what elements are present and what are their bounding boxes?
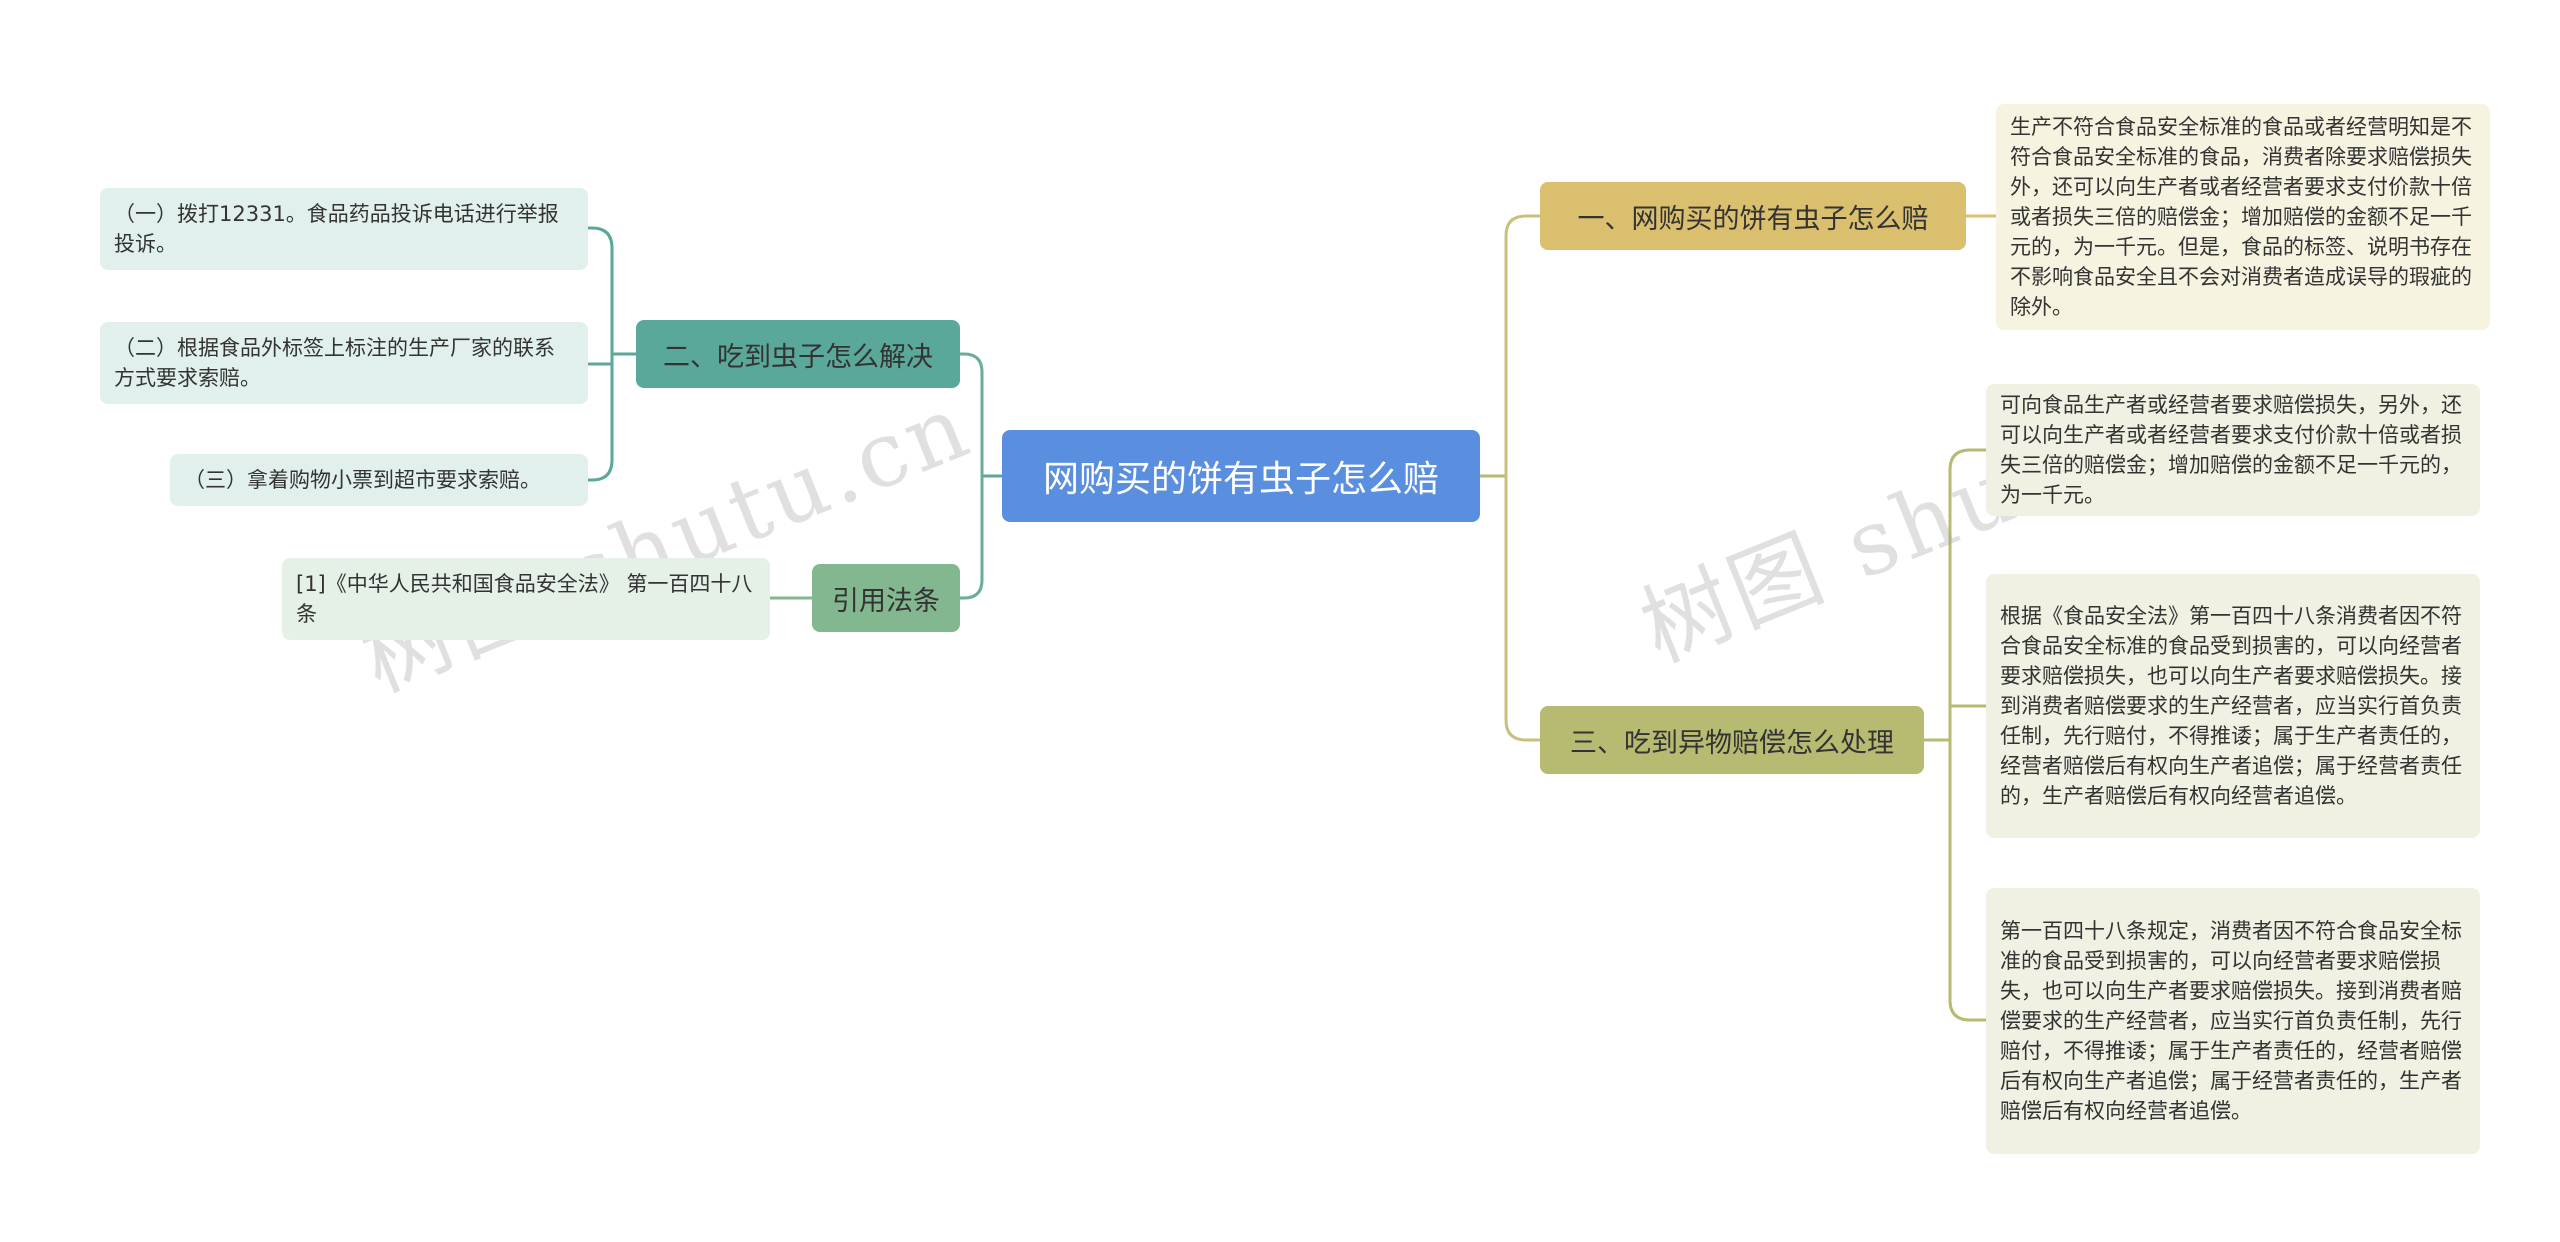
leaf-call-12331[interactable]: （一）拨打12331。食品药品投诉电话进行举报投诉。: [100, 188, 588, 270]
leaf-text: （三）拿着购物小票到超市要求索赔。: [184, 468, 541, 492]
branch-foreign-object-compensation[interactable]: 三、吃到异物赔偿怎么处理: [1540, 706, 1924, 774]
leaf-text: 可向食品生产者或经营者要求赔偿损失，另外，还可以向生产者或者经营者要求支付价款十…: [2000, 393, 2462, 507]
leaf-compensation-standard[interactable]: 生产不符合食品安全标准的食品或者经营明知是不符合食品安全标准的食品，消费者除要求…: [1996, 104, 2490, 330]
center-topic[interactable]: 网购买的饼有虫子怎么赔: [1002, 430, 1480, 522]
link-b3-leaves: [1924, 448, 1986, 1022]
center-topic-label: 网购买的饼有虫子怎么赔: [1042, 459, 1439, 500]
leaf-text: 第一百四十八条规定，消费者因不符合食品安全标准的食品受到损害的，可以向经营者要求…: [2000, 919, 2462, 1123]
branch-label: 三、吃到异物赔偿怎么处理: [1570, 727, 1894, 759]
branch-label: 二、吃到虫子怎么解决: [663, 341, 933, 373]
link-b2-leaves: [588, 226, 636, 482]
leaf-text: [1]《中华人民共和国食品安全法》 第一百四十八条: [296, 572, 753, 626]
branch-online-cake-bugs[interactable]: 一、网购买的饼有虫子怎么赔: [1540, 182, 1966, 250]
branch-bug-solution[interactable]: 二、吃到虫子怎么解决: [636, 320, 960, 388]
leaf-text: （二）根据食品外标签上标注的生产厂家的联系方式要求索赔。: [114, 336, 555, 390]
leaf-receipt-supermarket[interactable]: （三）拿着购物小票到超市要求索赔。: [170, 454, 588, 506]
branch-cited-law[interactable]: 引用法条: [812, 564, 960, 632]
leaf-contact-manufacturer[interactable]: （二）根据食品外标签上标注的生产厂家的联系方式要求索赔。: [100, 322, 588, 404]
leaf-text: 生产不符合食品安全标准的食品或者经营明知是不符合食品安全标准的食品，消费者除要求…: [2010, 115, 2472, 319]
link-right-trunk: [1504, 214, 1540, 742]
leaf-text: 根据《食品安全法》第一百四十八条消费者因不符合食品安全标准的食品受到损害的，可以…: [2000, 604, 2462, 808]
leaf-food-safety-law[interactable]: 根据《食品安全法》第一百四十八条消费者因不符合食品安全标准的食品受到损害的，可以…: [1986, 574, 2480, 838]
branch-label: 一、网购买的饼有虫子怎么赔: [1577, 203, 1929, 235]
link-left-trunk: [960, 352, 984, 600]
branch-label: 引用法条: [832, 585, 940, 617]
leaf-text: （一）拨打12331。食品药品投诉电话进行举报投诉。: [114, 202, 559, 256]
leaf-law-reference[interactable]: [1]《中华人民共和国食品安全法》 第一百四十八条: [282, 558, 770, 640]
leaf-article-148[interactable]: 第一百四十八条规定，消费者因不符合食品安全标准的食品受到损害的，可以向经营者要求…: [1986, 888, 2480, 1154]
leaf-claim-from-producer[interactable]: 可向食品生产者或经营者要求赔偿损失，另外，还可以向生产者或者经营者要求支付价款十…: [1986, 384, 2480, 516]
